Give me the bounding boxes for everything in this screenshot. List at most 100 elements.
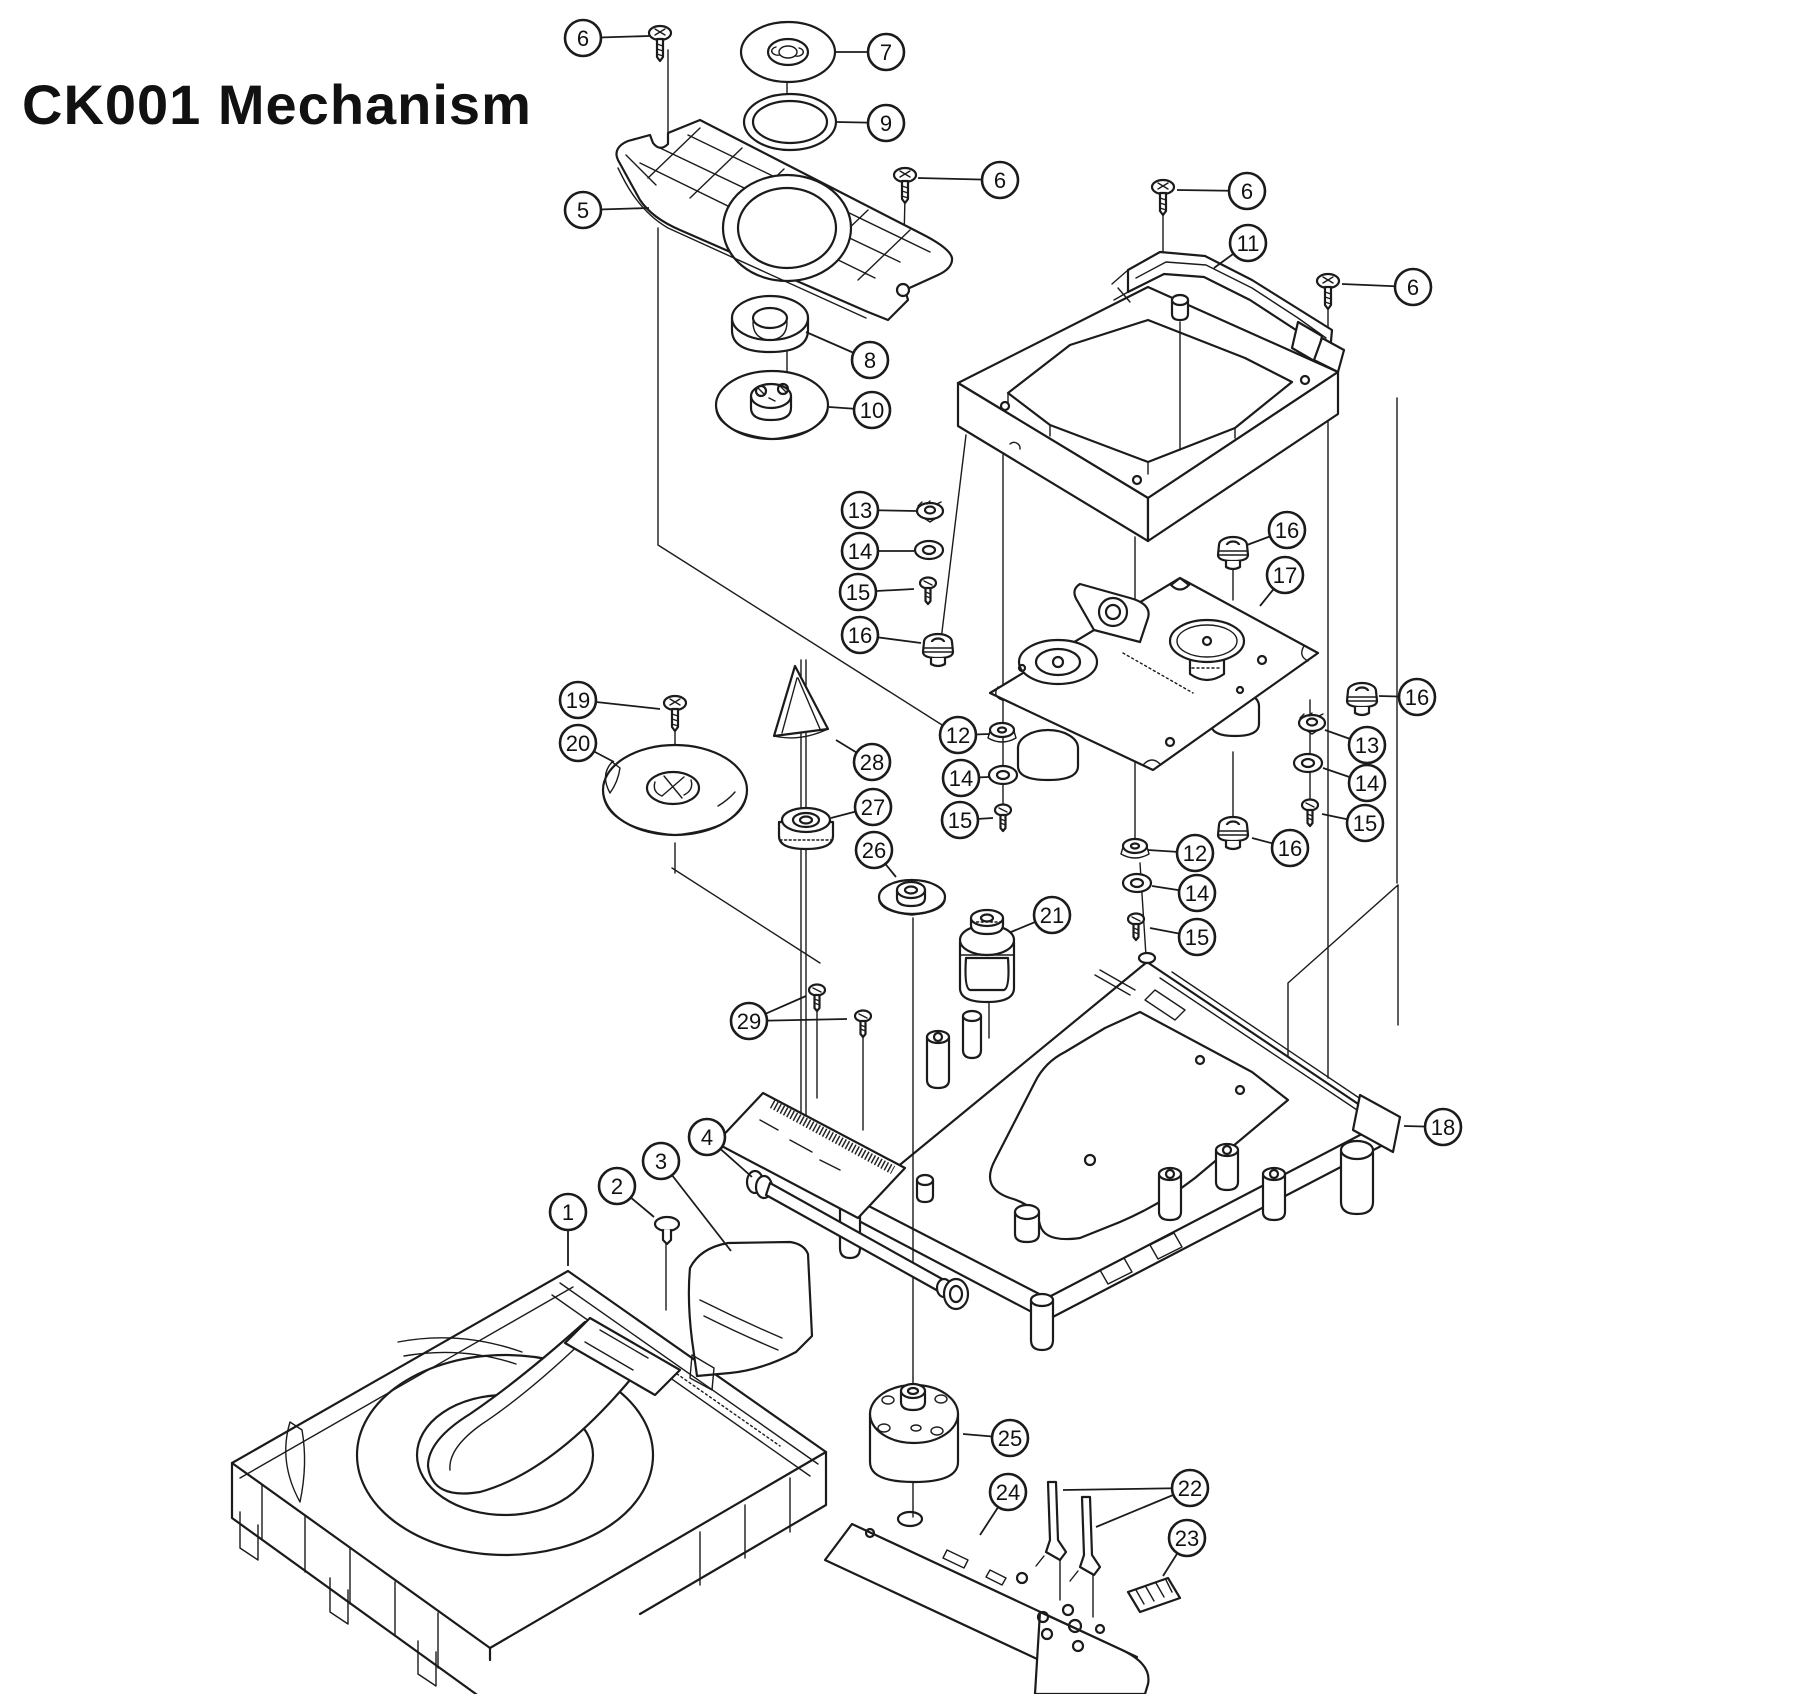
part-clamp-cover [687,1240,814,1391]
svg-text:1: 1 [562,1200,574,1225]
part-switches [1035,1480,1102,1618]
callout-20: 20 [558,723,598,763]
callout-29: 29 [729,1001,769,1041]
part-tray-pin [653,1215,681,1246]
callout-6: 6 [1227,171,1267,211]
part-turntable [601,694,749,837]
callout-15: 15 [1345,803,1385,843]
callout-18: 18 [1423,1107,1463,1147]
part-spring [772,664,830,739]
svg-text:23: 23 [1175,1526,1199,1551]
svg-text:14: 14 [1355,771,1379,796]
callout-2: 2 [597,1166,637,1206]
callout-9: 9 [866,103,906,143]
svg-text:21: 21 [1040,903,1064,928]
callout-15: 15 [1177,917,1217,957]
part-traverse-assembly [988,576,1320,782]
part-clamp-ring [742,92,838,152]
svg-text:16: 16 [1275,518,1299,543]
callout-14: 14 [1177,873,1217,913]
svg-text:14: 14 [1185,881,1209,906]
part-disc-tray [230,1269,828,1694]
svg-text:24: 24 [996,1480,1020,1505]
svg-text:22: 22 [1178,1476,1202,1501]
svg-text:20: 20 [566,731,590,756]
part-gear-26 [877,878,947,916]
svg-text:9: 9 [880,111,892,136]
callout-13: 13 [840,490,880,530]
callout-8: 8 [850,340,890,380]
callout-16: 16 [1267,510,1307,550]
callout-6: 6 [1393,267,1433,307]
svg-text:11: 11 [1237,231,1260,256]
callout-23: 23 [1167,1518,1207,1558]
svg-text:18: 18 [1431,1115,1455,1140]
callout-1: 1 [548,1192,588,1232]
part-spindle-motor-25 [868,1377,960,1518]
callout-19: 19 [558,680,598,720]
screw-29a [807,983,827,1013]
svg-text:15: 15 [1185,925,1209,950]
part-top-plate [615,118,954,322]
callout-27: 27 [853,787,893,827]
svg-text:10: 10 [860,398,884,423]
callout-10: 10 [852,390,892,430]
part-gear-27 [777,806,835,851]
part-pcb [823,1510,1150,1694]
callout-22: 22 [1170,1468,1210,1508]
svg-text:16: 16 [1278,836,1302,861]
callout-28: 28 [852,742,892,782]
svg-text:29: 29 [737,1009,761,1034]
callout-14: 14 [941,758,981,798]
callout-16: 16 [1270,828,1310,868]
callout-17: 17 [1265,555,1305,595]
svg-text:27: 27 [861,795,885,820]
callout-15: 15 [838,572,878,612]
svg-text:6: 6 [1407,275,1419,300]
svg-text:16: 16 [848,623,872,648]
svg-text:6: 6 [577,26,589,51]
callout-12: 12 [1175,833,1215,873]
svg-text:12: 12 [1183,841,1207,866]
svg-text:6: 6 [1241,179,1253,204]
svg-text:17: 17 [1273,563,1297,588]
screw-6b [892,166,918,205]
callout-4: 4 [687,1117,727,1157]
part-guide-rod [745,1169,970,1311]
traverse-gear [1168,618,1246,682]
callout-16: 16 [1397,677,1437,717]
svg-text:15: 15 [948,808,972,833]
part-suspension-frame [956,285,1340,543]
callout-5: 5 [563,190,603,230]
screw-6c [1150,178,1176,217]
svg-text:14: 14 [949,766,973,791]
part-connector [1126,1576,1182,1614]
callout-24: 24 [988,1472,1028,1512]
part-rotor-disc [714,369,830,441]
svg-text:15: 15 [846,580,870,605]
callout-6: 6 [563,18,603,58]
part-cam-board [714,1091,907,1220]
svg-text:6: 6 [994,168,1006,193]
svg-text:25: 25 [998,1426,1022,1451]
callout-leader-22 [1062,1487,1191,1491]
callout-7: 7 [866,32,906,72]
callout-14: 14 [1347,763,1387,803]
svg-text:13: 13 [848,498,872,523]
svg-text:5: 5 [577,198,589,223]
part-chassis [838,951,1402,1352]
svg-text:7: 7 [880,40,892,65]
svg-text:3: 3 [655,1149,667,1174]
callout-11: 11 [1228,223,1268,263]
svg-text:2: 2 [611,1174,623,1199]
svg-text:28: 28 [860,750,884,775]
svg-text:8: 8 [864,348,876,373]
part-clamper-bracket [1111,250,1346,451]
screw-6d [1315,272,1341,311]
screw-29b [853,1009,873,1039]
callout-6: 6 [980,160,1020,200]
callout-25: 25 [990,1418,1030,1458]
callout-12: 12 [938,715,978,755]
